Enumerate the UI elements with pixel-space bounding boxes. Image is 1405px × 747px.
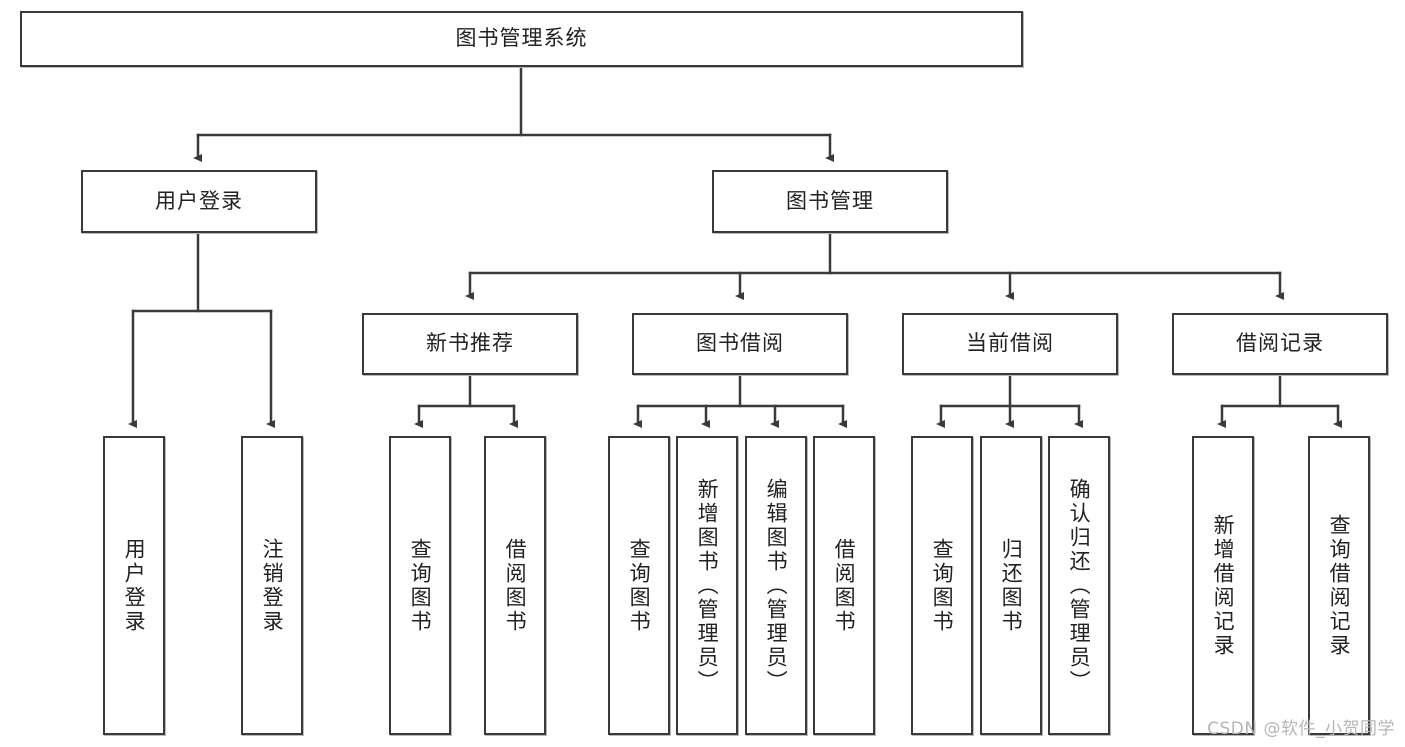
leaf-record-query-label: 查询借阅记录 — [1327, 513, 1352, 658]
leaf-current-confirm-return-label: 确认归还（管理员） — [1067, 477, 1092, 694]
node-book-management-label: 图书管理 — [786, 188, 874, 213]
node-borrow-record[interactable]: 借阅记录 — [1172, 313, 1388, 375]
node-user-login[interactable]: 用户登录 — [81, 170, 317, 233]
leaf-current-query-book[interactable]: 查询图书 — [911, 436, 973, 735]
node-current-borrow[interactable]: 当前借阅 — [902, 313, 1118, 375]
leaf-record-add[interactable]: 新增借阅记录 — [1192, 436, 1254, 735]
leaf-current-query-book-label: 查询图书 — [930, 537, 955, 634]
leaf-current-return-book-label: 归还图书 — [999, 537, 1024, 634]
leaf-record-add-label: 新增借阅记录 — [1211, 513, 1236, 658]
node-book-management[interactable]: 图书管理 — [712, 170, 948, 233]
node-root-system[interactable]: 图书管理系统 — [20, 11, 1023, 67]
leaf-record-query[interactable]: 查询借阅记录 — [1308, 436, 1370, 735]
leaf-borrow-add-book-label: 新增图书（管理员） — [695, 477, 720, 694]
leaf-current-confirm-return[interactable]: 确认归还（管理员） — [1048, 436, 1110, 735]
leaf-borrow-query-book[interactable]: 查询图书 — [608, 436, 670, 735]
node-book-borrow[interactable]: 图书借阅 — [632, 313, 848, 375]
node-borrow-record-label: 借阅记录 — [1236, 331, 1324, 356]
node-user-login-label: 用户登录 — [155, 188, 243, 213]
leaf-new-book-borrow[interactable]: 借阅图书 — [484, 436, 546, 735]
leaf-user-login-signout-label: 注销登录 — [260, 537, 285, 634]
leaf-user-login-signin[interactable]: 用户登录 — [103, 436, 165, 735]
leaf-borrow-add-book[interactable]: 新增图书（管理员） — [676, 436, 738, 735]
node-new-book-recommend-label: 新书推荐 — [426, 331, 514, 356]
node-root-system-label: 图书管理系统 — [455, 26, 588, 51]
leaf-current-return-book[interactable]: 归还图书 — [980, 436, 1042, 735]
leaf-user-login-signout[interactable]: 注销登录 — [241, 436, 303, 735]
leaf-new-book-query-label: 查询图书 — [408, 537, 433, 634]
leaf-borrow-query-book-label: 查询图书 — [627, 537, 652, 634]
leaf-user-login-signin-label: 用户登录 — [122, 537, 147, 634]
leaf-borrow-borrow-book[interactable]: 借阅图书 — [813, 436, 875, 735]
node-current-borrow-label: 当前借阅 — [966, 331, 1054, 356]
leaf-borrow-edit-book-label: 编辑图书（管理员） — [764, 477, 789, 694]
leaf-new-book-borrow-label: 借阅图书 — [503, 537, 528, 634]
leaf-new-book-query[interactable]: 查询图书 — [389, 436, 451, 735]
node-new-book-recommend[interactable]: 新书推荐 — [362, 313, 578, 375]
node-book-borrow-label: 图书借阅 — [696, 331, 784, 356]
leaf-borrow-edit-book[interactable]: 编辑图书（管理员） — [745, 436, 807, 735]
leaf-borrow-borrow-book-label: 借阅图书 — [832, 537, 857, 634]
